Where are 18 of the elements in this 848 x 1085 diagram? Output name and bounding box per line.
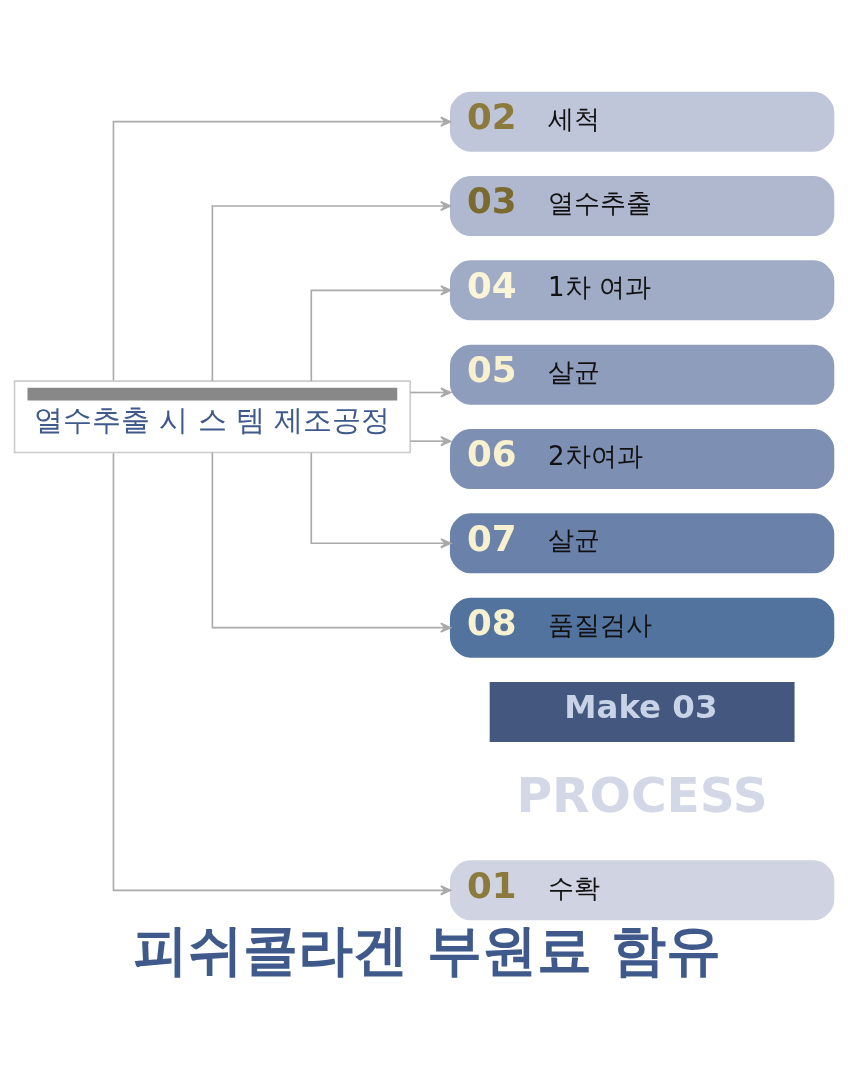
node-box: 04 1차 여과 xyxy=(449,260,835,321)
arrow xyxy=(409,387,452,398)
node-box: 05 살균 xyxy=(449,344,835,405)
arrow xyxy=(409,435,452,447)
arrow xyxy=(211,200,452,382)
arrow xyxy=(211,451,452,633)
arrow xyxy=(112,452,452,896)
arrow xyxy=(310,285,452,382)
arrow xyxy=(310,451,452,549)
node-box: 06 2차여과 xyxy=(449,429,835,489)
node-box: 08 품질검사 xyxy=(449,597,835,658)
node-box: 01 수확 xyxy=(449,860,835,921)
node-box: 02 세척 xyxy=(449,91,835,152)
arrow xyxy=(112,116,452,382)
node-box: 07 살균 xyxy=(449,513,835,574)
node-box: Make 03 xyxy=(489,681,795,742)
node-box: 03 열수추출 xyxy=(449,176,835,236)
node-box: 열수추출 시 스 템 제조공정 xyxy=(13,380,412,454)
